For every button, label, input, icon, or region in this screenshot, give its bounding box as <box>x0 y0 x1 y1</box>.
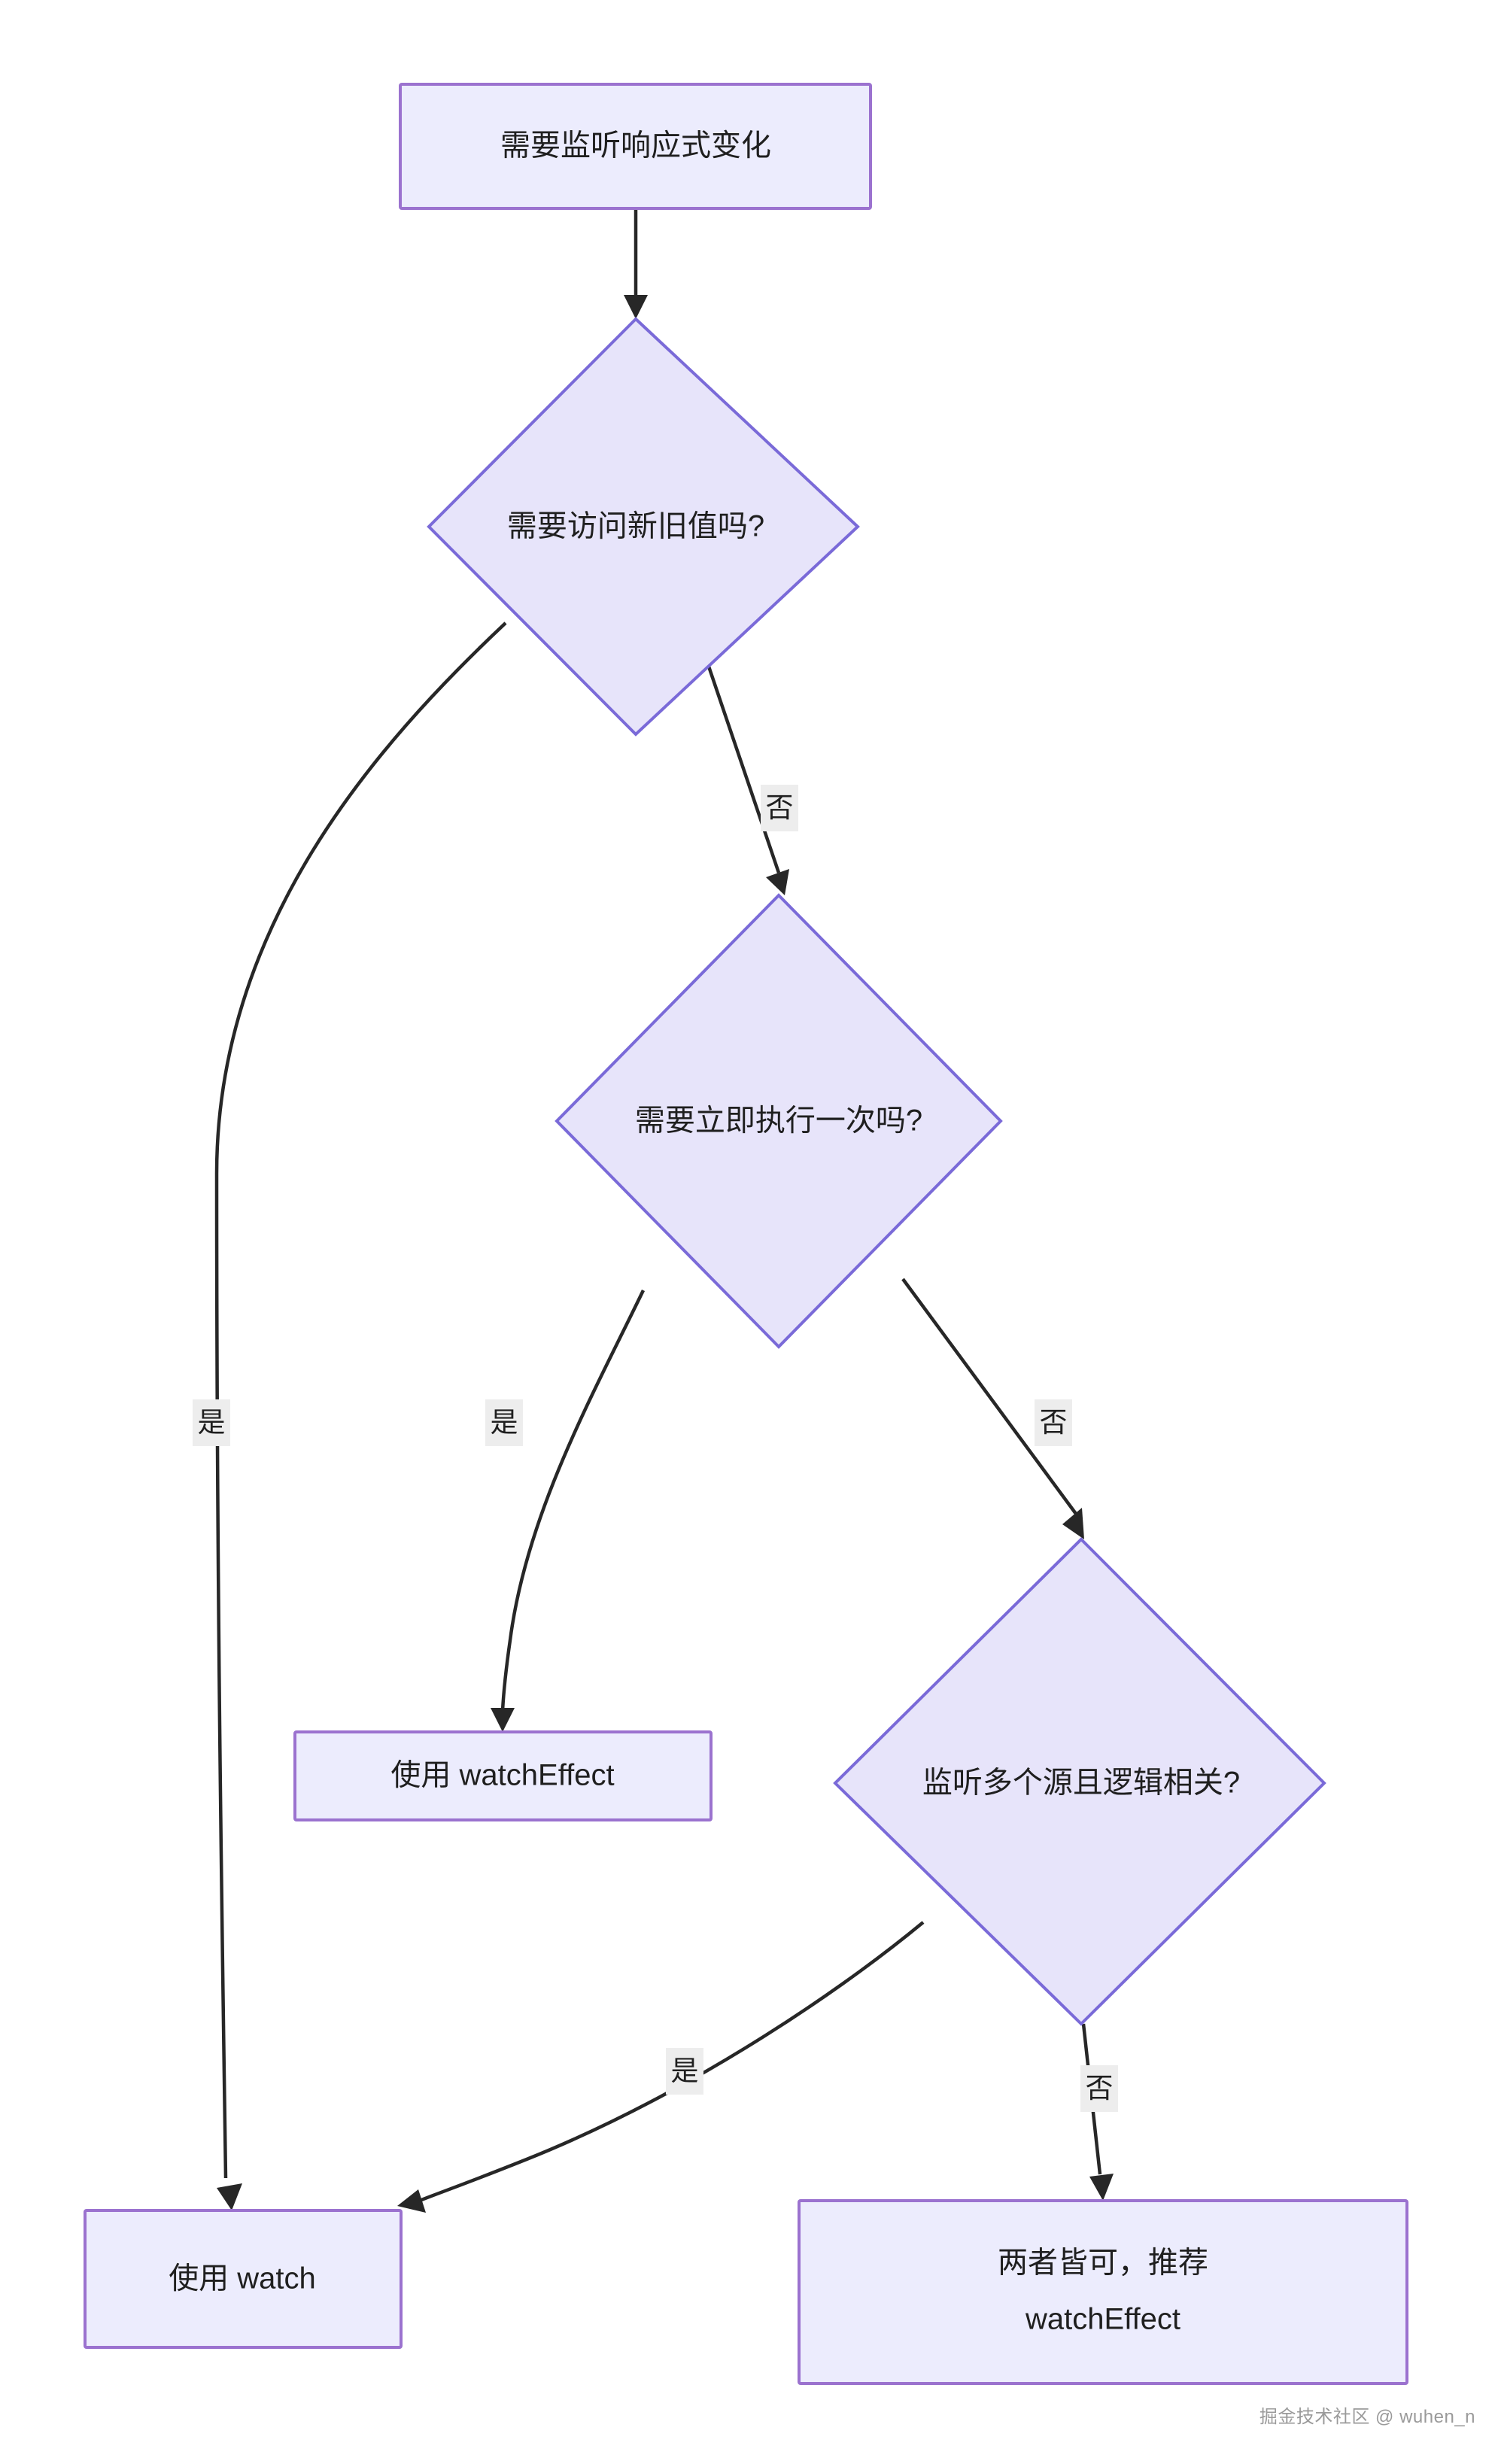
edge-label-oldnew-no-text: 否 <box>766 792 794 823</box>
node-q-immediate-label: 需要立即执行一次吗? <box>635 1104 922 1138</box>
node-use-watch-label: 使用 watch <box>169 2262 316 2295</box>
edge-label-oldnew-no: 否 <box>761 785 798 831</box>
node-q-multi-label: 监听多个源且逻辑相关? <box>922 1767 1240 1800</box>
node-q-multi[interactable]: 监听多个源且逻辑相关? <box>833 1537 1326 2026</box>
node-q-immediate[interactable]: 需要立即执行一次吗? <box>555 893 1003 1349</box>
node-start-label: 需要监听响应式变化 <box>500 129 771 163</box>
edge-label-oldnew-yes-text: 是 <box>198 1407 226 1438</box>
edge-q-oldnew-to-use-watch <box>214 621 507 2210</box>
node-start[interactable]: 需要监听响应式变化 <box>399 83 872 210</box>
edge-start-to-q-oldnew <box>624 208 648 319</box>
edge-q-immediate-to-use-effect <box>491 1290 646 1732</box>
watermark: 掘金技术社区 @ wuhen_n <box>1259 2407 1475 2427</box>
edge-label-multi-yes-text: 是 <box>671 2055 699 2086</box>
edge-q-oldnew-to-q-immediate <box>705 661 789 895</box>
node-use-watcheffect[interactable]: 使用 watchEffect <box>293 1730 713 1821</box>
node-use-watch[interactable]: 使用 watch <box>84 2209 403 2349</box>
edge-q-multi-to-either <box>1081 2023 1114 2201</box>
edge-label-multi-no-text: 否 <box>1086 2073 1114 2104</box>
edge-label-immediate-yes-text: 是 <box>491 1407 518 1438</box>
edge-q-multi-to-use-watch <box>397 1921 925 2213</box>
node-q-oldnew-label: 需要访问新旧值吗? <box>507 510 764 543</box>
edge-label-oldnew-yes: 是 <box>193 1399 230 1446</box>
edge-label-immediate-yes: 是 <box>485 1399 523 1446</box>
edge-q-immediate-to-q-multi <box>901 1278 1084 1539</box>
node-use-watcheffect-label: 使用 watchEffect <box>390 1759 614 1792</box>
edge-label-immediate-no-text: 否 <box>1040 1407 1068 1438</box>
edge-label-multi-yes: 是 <box>666 2048 703 2095</box>
node-either[interactable]: 两者皆可，推荐 watchEffect <box>798 2199 1408 2385</box>
node-either-label-line1: 两者皆可，推荐 <box>998 2247 1208 2280</box>
node-q-oldnew[interactable]: 需要访问新旧值吗? <box>427 317 860 737</box>
node-either-label-line2: watchEffect <box>1025 2303 1180 2336</box>
edge-label-multi-no: 否 <box>1080 2065 1118 2112</box>
edge-label-immediate-no: 否 <box>1035 1399 1072 1446</box>
